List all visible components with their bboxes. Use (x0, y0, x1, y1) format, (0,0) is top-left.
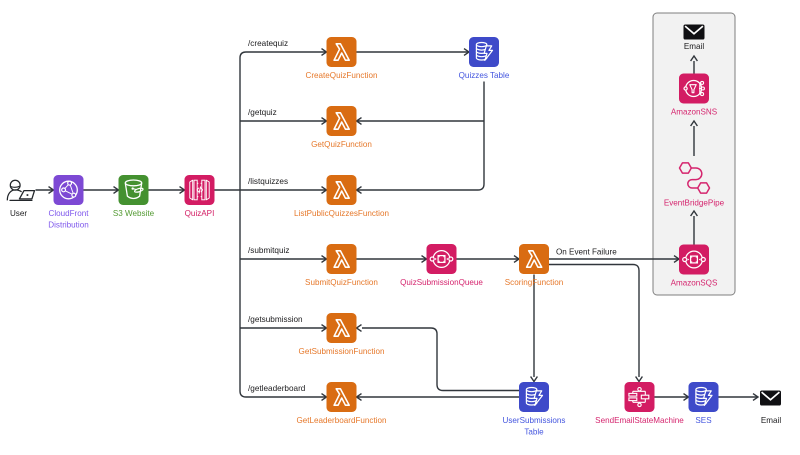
svg-text:User: User (10, 209, 27, 218)
svg-text:SES: SES (695, 416, 712, 425)
svg-text:ScoringFunction: ScoringFunction (505, 278, 564, 287)
svg-text:/getquiz: /getquiz (248, 108, 277, 117)
svg-text:On Event Failure: On Event Failure (556, 248, 617, 257)
svg-text:Table: Table (524, 428, 544, 437)
svg-text:QuizAPI: QuizAPI (185, 209, 215, 218)
svg-text:/getleaderboard: /getleaderboard (248, 384, 306, 393)
svg-text:ListPublicQuizzesFunction: ListPublicQuizzesFunction (294, 209, 389, 218)
svg-text:UserSubmissions: UserSubmissions (503, 416, 566, 425)
svg-text:GetLeaderboardFunction: GetLeaderboardFunction (297, 416, 387, 425)
svg-text:QuizSubmissionQueue: QuizSubmissionQueue (400, 278, 483, 287)
svg-text:EventBridgePipe: EventBridgePipe (664, 199, 725, 208)
svg-text:SubmitQuizFunction: SubmitQuizFunction (305, 278, 378, 287)
svg-text:SendEmailStateMachine: SendEmailStateMachine (595, 416, 684, 425)
svg-text:CloudFront: CloudFront (48, 209, 89, 218)
svg-text:/getsubmission: /getsubmission (248, 315, 303, 324)
svg-text:/createquiz: /createquiz (248, 39, 288, 48)
svg-text:Email: Email (761, 416, 781, 425)
svg-text:Quizzes Table: Quizzes Table (459, 71, 510, 80)
svg-text:/submitquiz: /submitquiz (248, 246, 289, 255)
svg-text:S3 Website: S3 Website (113, 209, 155, 218)
svg-text:GetSubmissionFunction: GetSubmissionFunction (299, 347, 385, 356)
svg-text:Distribution: Distribution (48, 221, 89, 230)
svg-text:GetQuizFunction: GetQuizFunction (311, 140, 372, 149)
svg-text:CreateQuizFunction: CreateQuizFunction (306, 71, 378, 80)
svg-text:AmazonSQS: AmazonSQS (671, 279, 718, 288)
svg-text:AmazonSNS: AmazonSNS (671, 108, 718, 117)
svg-text:/listquizzes: /listquizzes (248, 177, 288, 186)
svg-text:Email: Email (684, 42, 704, 51)
